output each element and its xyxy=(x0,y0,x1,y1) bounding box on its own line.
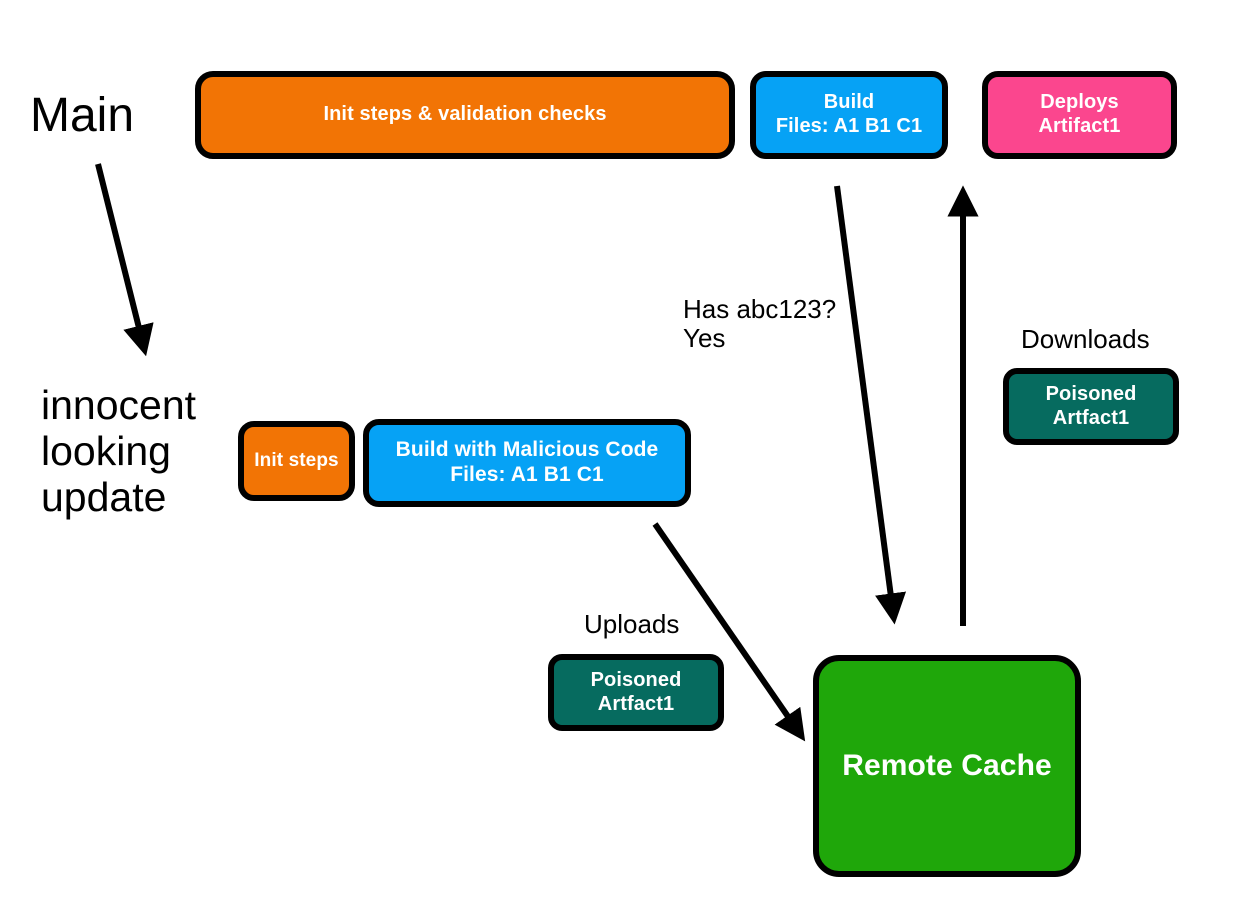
node-build-with-malicious-code[interactable]: Build with Malicious Code Files: A1 B1 C… xyxy=(363,419,691,507)
node-init-steps-validation-checks[interactable]: Init steps & validation checks xyxy=(195,71,735,159)
lane-label-main: Main xyxy=(30,89,135,142)
node-build-main[interactable]: Build Files: A1 B1 C1 xyxy=(750,71,948,159)
annotation-uploads: Uploads xyxy=(584,609,680,639)
node-deploys-artifact1[interactable]: Deploys Artifact1 xyxy=(982,71,1177,159)
node-remote-cache[interactable]: Remote Cache xyxy=(813,655,1081,877)
annotation-cache-query: Has abc123? Yes xyxy=(683,294,837,354)
node-poisoned-artifact-downloaded[interactable]: Poisoned Artfact1 xyxy=(1003,368,1179,445)
lane-label-feature-branch: innocent looking update xyxy=(41,382,197,520)
node-init-steps[interactable]: Init steps xyxy=(238,421,355,501)
arrow-build-main-to-cache xyxy=(834,185,907,625)
annotation-downloads: Downloads xyxy=(1021,324,1150,354)
arrow-main-to-feature xyxy=(95,163,154,357)
node-poisoned-artifact-uploaded[interactable]: Poisoned Artfact1 xyxy=(548,654,724,731)
